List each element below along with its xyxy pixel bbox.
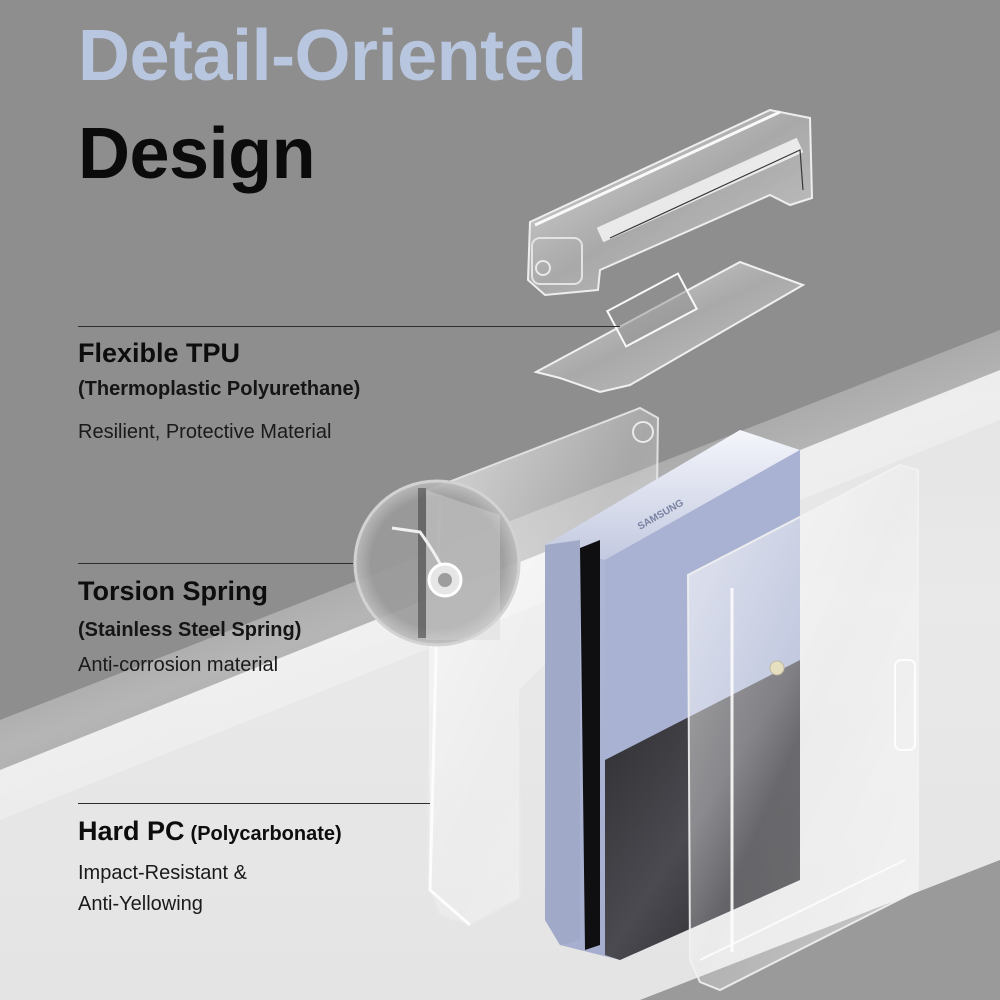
- feature-title-hard-pc-main: Hard PC: [78, 816, 185, 846]
- feature-description-hard-pc-1: Impact-Resistant &: [78, 862, 247, 884]
- divider-hard-pc: [78, 803, 430, 804]
- feature-title-hard-pc: Hard PC(Polycarbonate): [78, 818, 342, 845]
- feature-description-torsion-spring: Anti-corrosion material: [78, 654, 279, 676]
- divider-torsion-spring: [78, 563, 353, 564]
- feature-title-torsion-spring: Torsion Spring: [78, 576, 268, 606]
- feature-description-hard-pc-2: Anti-Yellowing: [78, 893, 203, 915]
- headline-line-2: Design: [78, 114, 316, 194]
- feature-title-flexible-tpu: Flexible TPU: [78, 338, 241, 368]
- feature-title-hard-pc-paren: (Polycarbonate): [190, 823, 342, 845]
- headline-line-1: Detail-Oriented: [78, 16, 587, 96]
- divider-flexible-tpu: [78, 326, 620, 327]
- feature-subtitle-flexible-tpu: (Thermoplastic Polyurethane): [78, 378, 361, 400]
- feature-description-flexible-tpu: Resilient, Protective Material: [78, 421, 332, 443]
- feature-subtitle-torsion-spring: (Stainless Steel Spring): [78, 619, 302, 641]
